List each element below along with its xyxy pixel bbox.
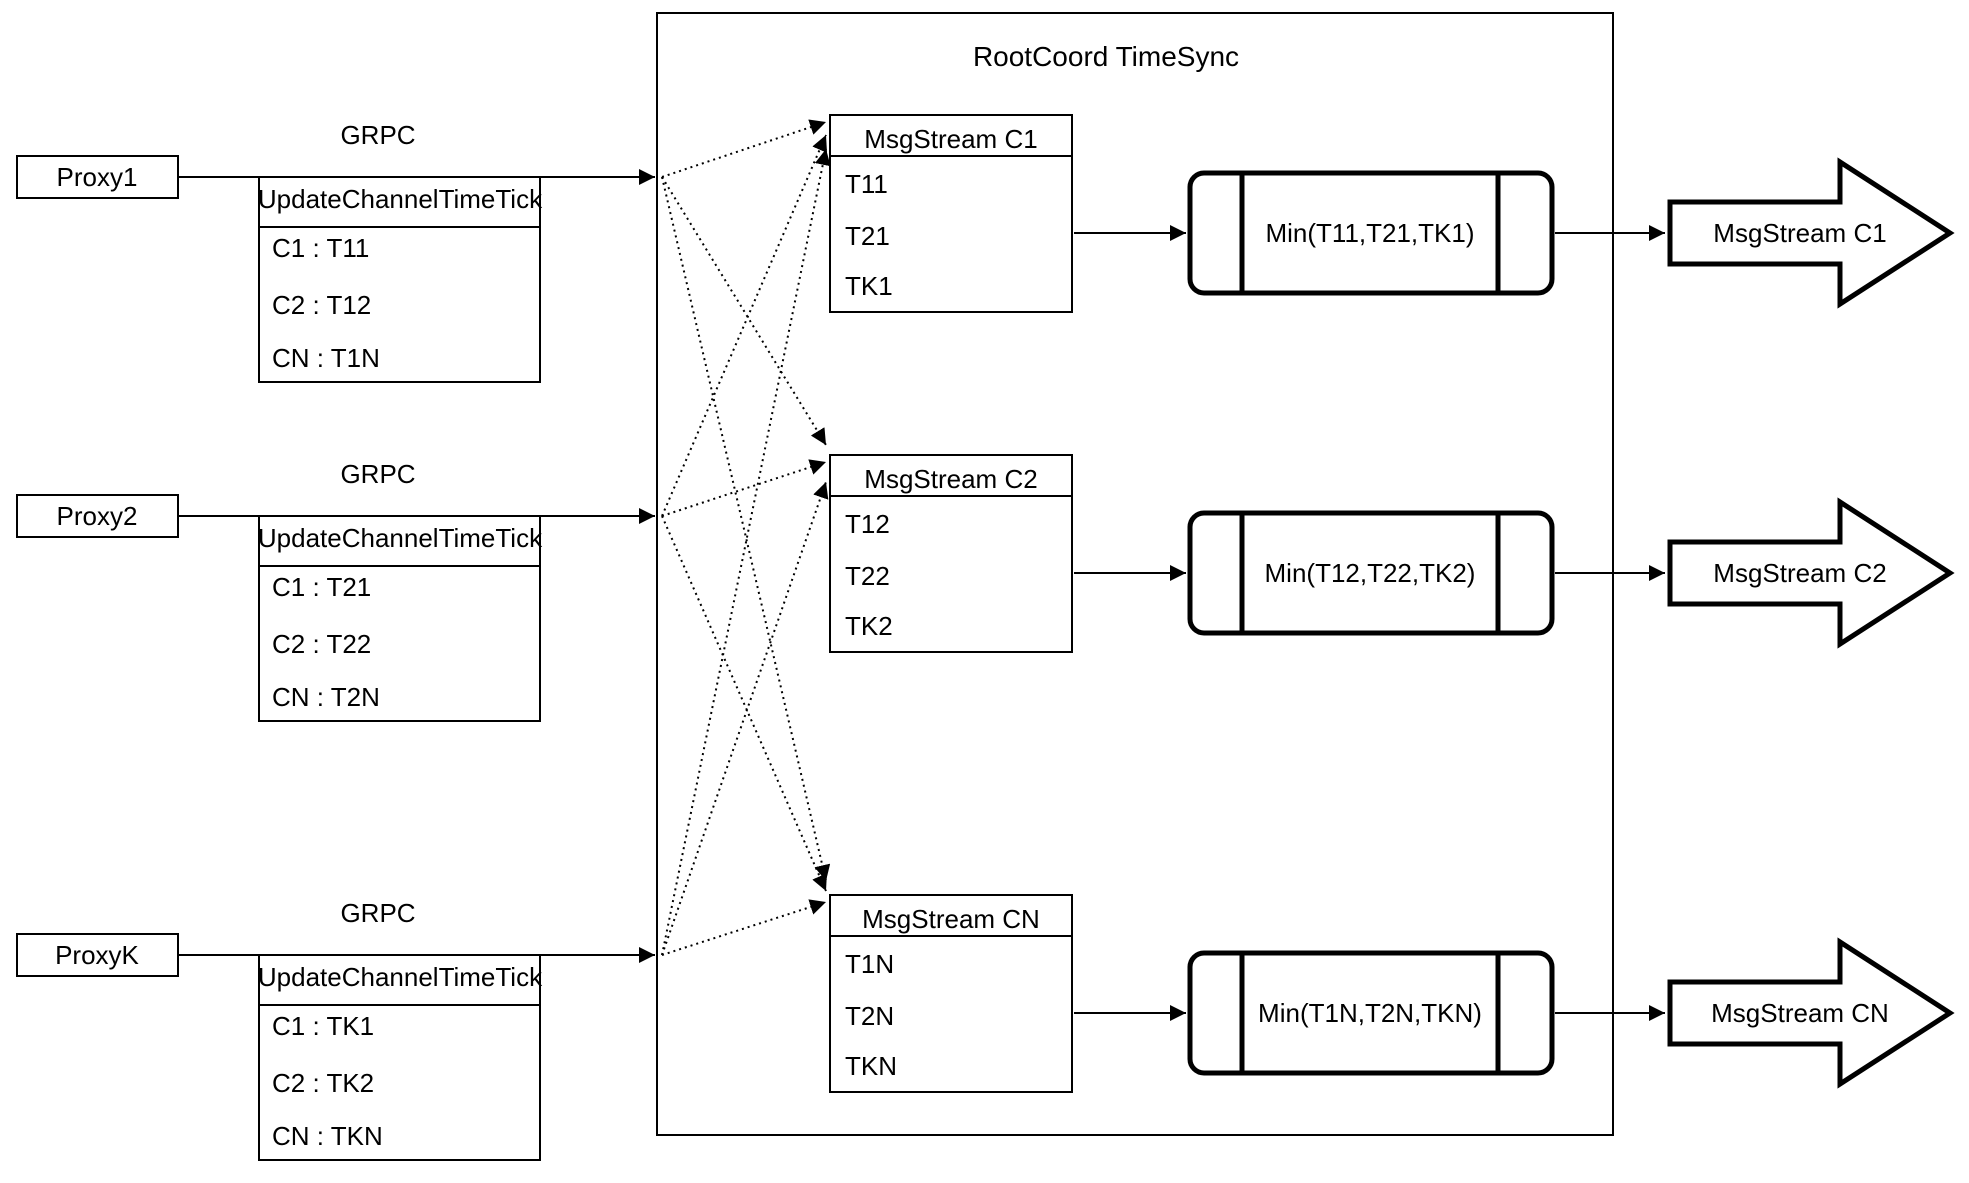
- output-arrow-1: MsgStream C1: [1667, 157, 1955, 309]
- proxy-box-3: [16, 933, 179, 977]
- min-label-2: Min(T12,T22,TK2): [1265, 558, 1476, 588]
- grpc-label-3: GRPC: [340, 898, 415, 928]
- update-table-box-2: [258, 515, 541, 722]
- grpc-label-2: GRPC: [340, 459, 415, 489]
- dotted-link-p2-cn: [661, 515, 827, 892]
- tick-row: C1 : TK1: [272, 1011, 374, 1041]
- output-arrow-2: MsgStream C2: [1667, 497, 1955, 649]
- tick-row: C2 : T12: [272, 290, 371, 320]
- tick-row: CN : T2N: [272, 682, 380, 712]
- min-capsule-1: Min(T11,T21,TK1): [1187, 170, 1555, 296]
- grpc-label-1: GRPC: [340, 120, 415, 150]
- msgstream-table-3: MsgStream CN T1N T2N TKN: [829, 894, 1073, 1093]
- msgstream-table-box-3: [829, 894, 1073, 1093]
- msgstream-table-box-2: [829, 454, 1073, 653]
- msgstream-table-title-1: MsgStream C1: [864, 124, 1037, 154]
- min-label-3: Min(T1N,T2N,TKN): [1258, 998, 1482, 1028]
- output-arrow-shape-2: [1667, 497, 1955, 649]
- update-timetick-table-1: UpdateChannelTimeTick C1 : T11 C2 : T12 …: [258, 176, 543, 383]
- tick-row: C2 : T22: [272, 629, 371, 659]
- output-arrow-shape-1: [1667, 157, 1955, 309]
- rootcoord-container: RootCoord TimeSync: [656, 12, 1614, 1136]
- tick-row: C1 : T11: [272, 233, 369, 263]
- output-arrow-shape-3: [1667, 937, 1955, 1089]
- output-arrow-label-3: MsgStream CN: [1711, 998, 1889, 1028]
- proxy-label-2: Proxy2: [57, 501, 138, 531]
- min-box-3: [1187, 950, 1555, 1076]
- dotted-link-p1-c1: [661, 119, 827, 178]
- proxy-box-2: [16, 494, 179, 538]
- pipeline-row-1: Proxy1 GRPC UpdateChannelTimeTick C1 : T…: [16, 114, 1955, 383]
- msgstream-table-1: MsgStream C1 T11 T21 TK1: [829, 114, 1073, 313]
- tick-row: CN : T1N: [272, 343, 380, 373]
- min-capsule-2: Min(T12,T22,TK2): [1187, 510, 1555, 636]
- msgstream-value: T2N: [845, 1001, 894, 1031]
- tick-row: C2 : TK2: [272, 1068, 374, 1098]
- msgstream-value: T1N: [845, 949, 894, 979]
- msgstream-value: TKN: [845, 1051, 897, 1081]
- msgstream-table-box-1: [829, 114, 1073, 313]
- fanout-links: [661, 119, 831, 956]
- dotted-link-p1-cn: [661, 176, 831, 882]
- output-arrow-label-1: MsgStream C1: [1713, 218, 1886, 248]
- update-table-header-1: UpdateChannelTimeTick: [258, 184, 543, 214]
- dotted-link-p1-c2: [661, 176, 827, 446]
- tick-row: CN : TKN: [272, 1121, 383, 1151]
- msgstream-value: T11: [845, 169, 888, 199]
- update-timetick-table-2: UpdateChannelTimeTick C1 : T21 C2 : T22 …: [258, 515, 543, 722]
- output-arrow-label-2: MsgStream C2: [1713, 558, 1886, 588]
- min-label-1: Min(T11,T21,TK1): [1265, 218, 1474, 248]
- min-box-1: [1187, 170, 1555, 296]
- msgstream-value: TK1: [845, 271, 893, 301]
- msgstream-table-2: MsgStream C2 T12 T22 TK2: [829, 454, 1073, 653]
- rootcoord-title: RootCoord TimeSync: [973, 41, 1239, 72]
- update-table-box-3: [258, 954, 541, 1161]
- update-table-box-1: [258, 176, 541, 383]
- msgstream-table-title-3: MsgStream CN: [862, 904, 1040, 934]
- pipeline-row-3: ProxyK GRPC UpdateChannelTimeTick C1 : T…: [16, 894, 1955, 1161]
- dotted-link-pk-c1: [661, 148, 831, 956]
- tick-row: C1 : T21: [272, 572, 371, 602]
- update-timetick-table-3: UpdateChannelTimeTick C1 : TK1 C2 : TK2 …: [258, 954, 543, 1161]
- msgstream-value: T22: [845, 561, 890, 591]
- msgstream-value: T12: [845, 509, 890, 539]
- msgstream-value: TK2: [845, 611, 893, 641]
- proxy-label-3: ProxyK: [55, 940, 139, 970]
- msgstream-table-title-2: MsgStream C2: [864, 464, 1037, 494]
- pipeline-row-2: Proxy2 GRPC UpdateChannelTimeTick C1 : T…: [16, 454, 1955, 722]
- output-arrow-3: MsgStream CN: [1667, 937, 1955, 1089]
- min-capsule-3: Min(T1N,T2N,TKN): [1187, 950, 1555, 1076]
- proxy-label-1: Proxy1: [57, 162, 138, 192]
- update-table-header-3: UpdateChannelTimeTick: [258, 962, 543, 992]
- min-box-2: [1187, 510, 1555, 636]
- msgstream-value: T21: [845, 221, 890, 251]
- update-table-header-2: UpdateChannelTimeTick: [258, 523, 543, 553]
- proxy-box-1: [16, 155, 179, 199]
